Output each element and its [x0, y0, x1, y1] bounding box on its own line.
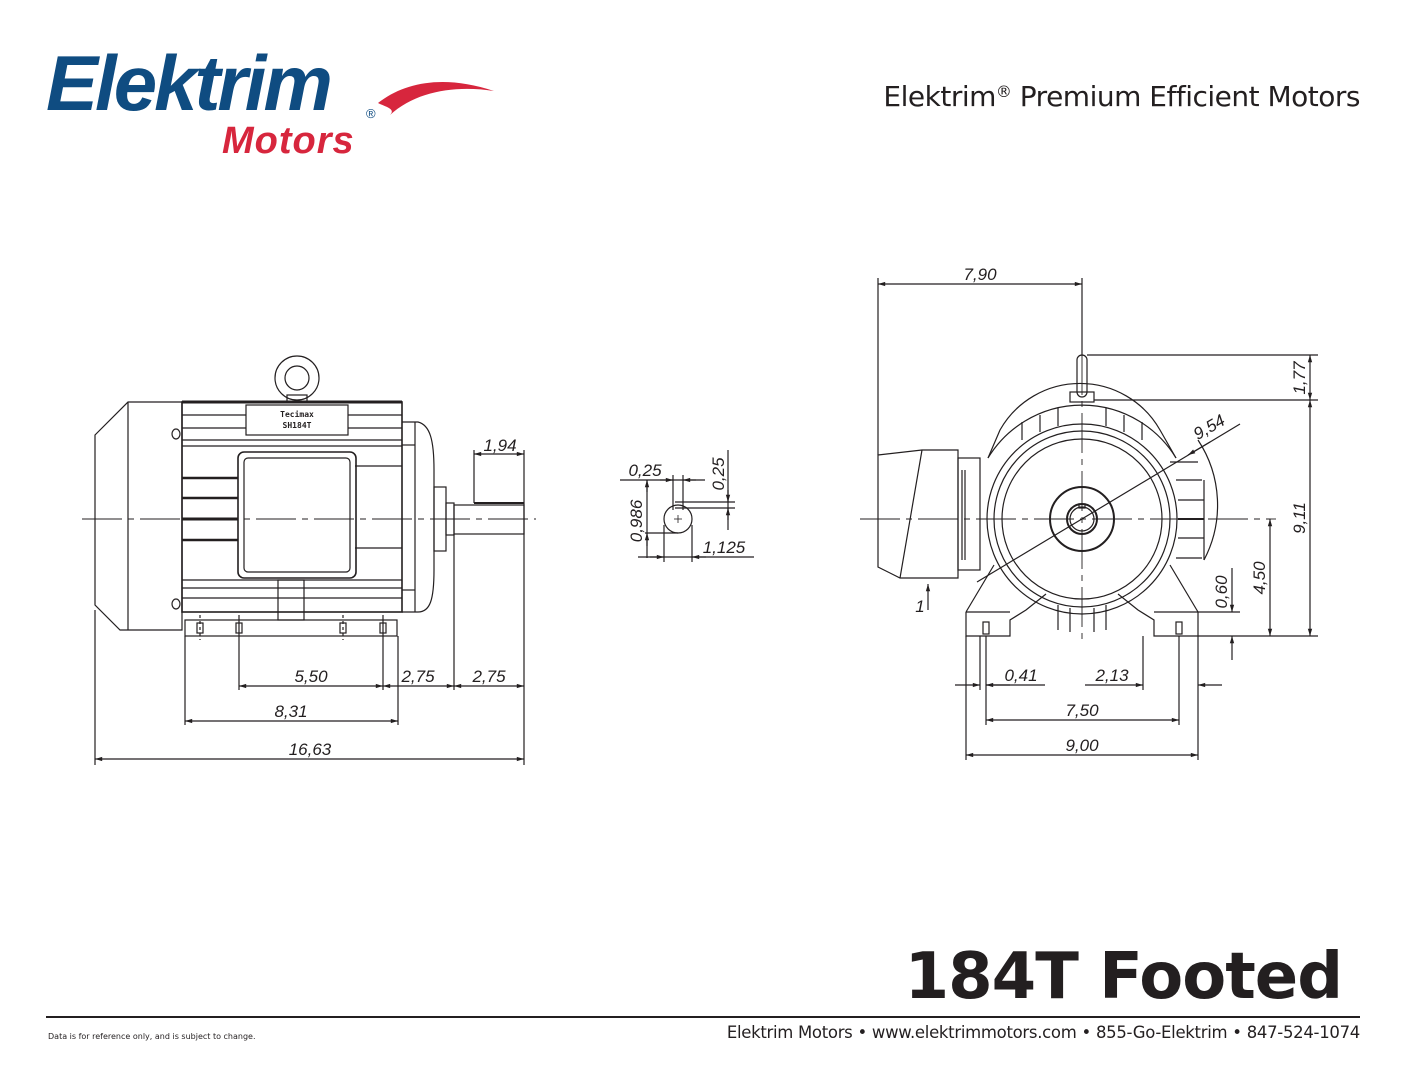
title-registered-mark: ®	[995, 82, 1012, 101]
dim-foot-length: 8,31	[274, 702, 307, 721]
page-title: Elektrim® Premium Efficient Motors	[883, 80, 1360, 113]
dim-shaft-diameter: 1,125	[703, 538, 746, 557]
shaft-key-detail	[620, 450, 754, 562]
logo-submark: Motors	[222, 120, 355, 162]
nameplate-line1: Tecimax	[280, 409, 314, 419]
separator: •	[1232, 1023, 1242, 1042]
model-title: 184T Footed	[904, 940, 1343, 1014]
footer-website-link[interactable]: www.elektrimmotors.com	[871, 1023, 1077, 1042]
elektrim-logo: Elektrim ® Motors	[46, 44, 496, 164]
footer-contact: Elektrim Motors•www.elektrimmotors.com•8…	[727, 1023, 1360, 1042]
footer-divider	[46, 1016, 1360, 1018]
footer-phone-vanity: 855-Go-Elektrim	[1095, 1023, 1228, 1042]
dim-foot-width: 9,00	[1065, 736, 1099, 755]
title-text: Premium Efficient Motors	[1011, 80, 1361, 113]
dim-overall-length: 16,63	[289, 740, 332, 759]
separator: •	[857, 1023, 867, 1042]
dim-hole-spacing: 7,50	[1065, 701, 1099, 720]
cable-entry-label: 1	[915, 597, 924, 616]
dim-key-seat: 0,986	[627, 499, 646, 542]
logo-wordmark: Elektrim	[46, 39, 333, 127]
dim-key-depth: 0,25	[709, 457, 728, 491]
side-view	[82, 355, 536, 765]
dim-key-width: 0,25	[628, 461, 662, 480]
dim-foot-hole-spacing: 5,50	[294, 667, 328, 686]
dim-shaft-extension: 2,75	[471, 667, 506, 686]
title-brand: Elektrim	[883, 80, 996, 113]
dim-shaft-length: 1,94	[483, 436, 516, 455]
footer-company: Elektrim Motors	[726, 1023, 853, 1042]
end-view	[860, 278, 1318, 760]
dim-shaft-height: 4,50	[1250, 561, 1269, 595]
dim-overall-height: 9,11	[1290, 502, 1309, 534]
dim-box-to-center: 7,90	[963, 265, 997, 284]
disclaimer: Data is for reference only, and is subje…	[48, 1032, 256, 1041]
dim-eyebolt-height: 1,77	[1290, 361, 1309, 395]
nameplate-line2: SH184T	[283, 421, 312, 430]
dim-foot-edge: 2,13	[1094, 666, 1129, 685]
dim-frame-diameter: 9,54	[1190, 411, 1228, 444]
dim-foot-thickness: 0,60	[1212, 575, 1231, 609]
dim-hole-diameter: 0,41	[1004, 666, 1037, 685]
swoosh-icon	[378, 81, 494, 115]
footer-phone: 847-524-1074	[1246, 1023, 1361, 1042]
dim-foot-to-shoulder: 2,75	[400, 667, 435, 686]
separator: •	[1081, 1023, 1092, 1042]
logo-registered-mark: ®	[366, 106, 376, 121]
